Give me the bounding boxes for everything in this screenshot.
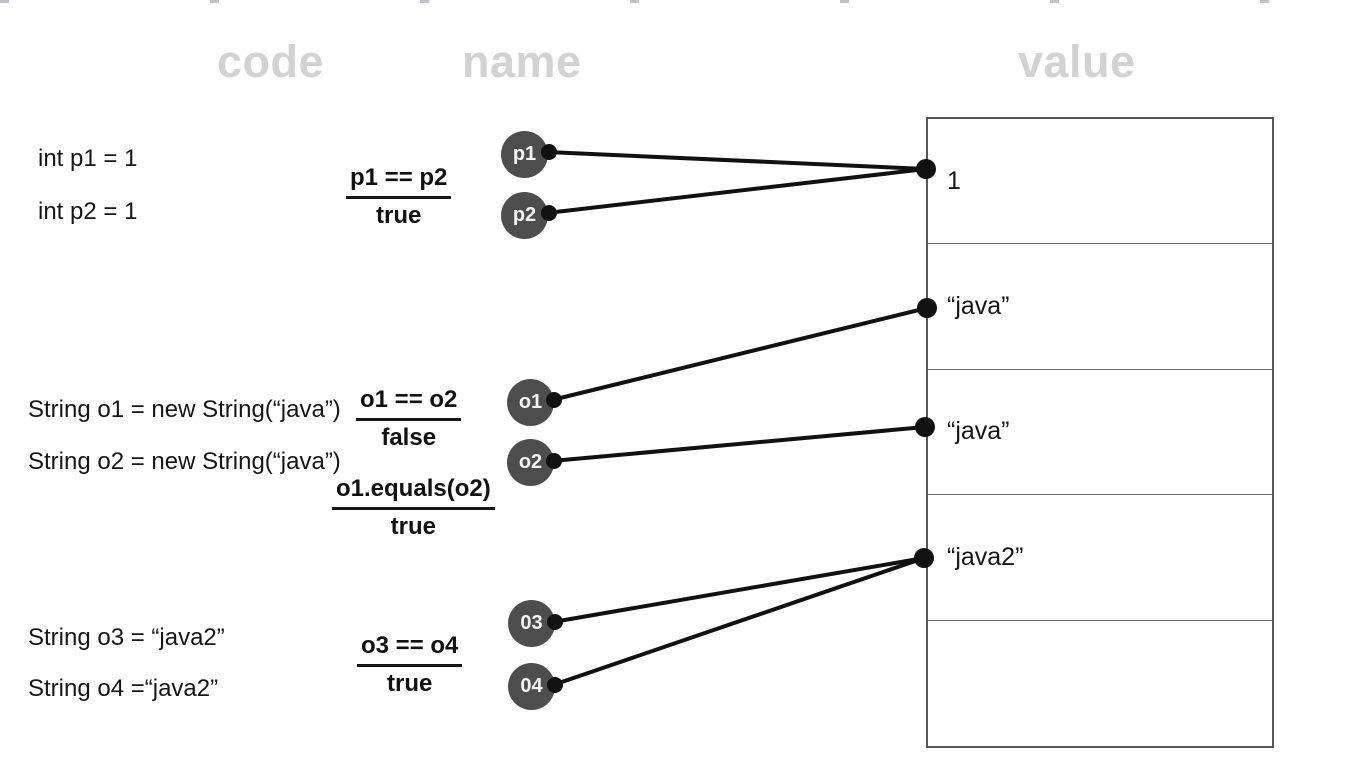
wire-o2-to-java — [550, 425, 927, 463]
wire-o4-to-java2 — [551, 556, 926, 687]
comparison-p1-eq-p2: p1 == p2 true — [346, 164, 452, 230]
value-text: “java” — [947, 292, 1010, 321]
name-node-o2: o2 — [507, 439, 554, 486]
value-text: “java2” — [947, 542, 1024, 571]
column-header-code: code — [217, 36, 325, 87]
wire-p1-to-1 — [545, 150, 928, 171]
code-line-o1: String o1 = new String(“java”) — [28, 396, 341, 423]
comparison-result: true — [390, 513, 437, 540]
name-node-o4: 04 — [508, 663, 555, 710]
comparison-o1-equals-o2: o1.equals(o2) true — [332, 475, 495, 541]
value-cell: “java2” — [928, 495, 1272, 621]
code-line-p1: int p1 = 1 — [38, 145, 138, 172]
comparison-result: false — [381, 424, 437, 451]
value-text: “java” — [947, 417, 1010, 446]
code-line-o2: String o2 = new String(“java”) — [28, 448, 341, 475]
column-header-value: value — [1018, 36, 1136, 87]
top-edge-dashes — [0, 0, 1362, 3]
name-node-o3: 03 — [508, 600, 555, 647]
name-node-o1: o1 — [507, 379, 554, 426]
node-label: o2 — [518, 451, 543, 473]
wire-o3-to-java2 — [551, 556, 926, 624]
comparison-o1-eq-o2: o1 == o2 false — [356, 386, 462, 452]
comparison-result: true — [387, 670, 433, 697]
value-cell: “java” — [928, 370, 1272, 496]
node-label: p1 — [512, 143, 537, 165]
comparison-expression: o3 == o4 — [357, 632, 463, 667]
name-node-p1: p1 — [501, 131, 548, 178]
value-cell: 1 — [928, 119, 1272, 245]
node-label: o1 — [518, 391, 543, 413]
code-line-p2: int p2 = 1 — [38, 198, 138, 225]
comparison-o3-eq-o4: o3 == o4 true — [357, 632, 463, 698]
value-cell: “java” — [928, 244, 1272, 370]
code-line-o4: String o4 =“java2” — [28, 675, 219, 702]
wire-p2-to-1 — [545, 167, 928, 215]
value-table: 1 “java” “java” “java2” — [926, 117, 1274, 748]
node-label: 03 — [520, 612, 543, 634]
node-label: p2 — [512, 204, 537, 226]
comparison-result: true — [376, 202, 422, 229]
comparison-expression: o1.equals(o2) — [332, 475, 495, 510]
wire-o1-to-java — [550, 306, 929, 402]
comparison-expression: o1 == o2 — [356, 386, 462, 421]
code-line-o3: String o3 = “java2” — [28, 624, 225, 651]
name-node-p2: p2 — [501, 192, 548, 239]
value-cell — [928, 621, 1272, 746]
column-header-name: name — [462, 36, 582, 87]
value-text: 1 — [947, 166, 961, 195]
comparison-expression: p1 == p2 — [346, 164, 452, 199]
node-label: 04 — [520, 675, 543, 697]
